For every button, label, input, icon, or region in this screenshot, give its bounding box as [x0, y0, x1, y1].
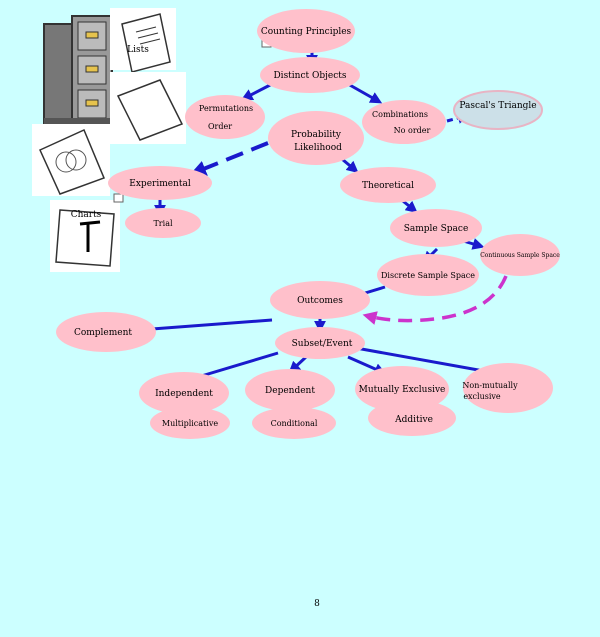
node-mutually-exclusive: [355, 366, 449, 412]
node-combinations: [362, 100, 446, 144]
node-non-mutually-exclusive: [463, 363, 553, 413]
node-conditional: [252, 407, 336, 439]
node-complement: [56, 312, 156, 352]
node-independent: [139, 372, 229, 414]
label-subset-event: Subset/Event: [292, 339, 353, 349]
node-pascals-triangle: [453, 90, 543, 130]
node-additive: [368, 400, 456, 436]
node-permutations: [185, 95, 265, 139]
label-non-mutually-1: Non-mutually: [462, 381, 518, 390]
label-complement: Complement: [74, 328, 132, 338]
lists-paper-icon: [110, 8, 176, 73]
label-continuous-sample-space: Continuous Sample Space: [480, 252, 560, 259]
label-non-mutually-2: exclusive: [463, 392, 501, 401]
label-distinct-objects: Distinct Objects: [273, 71, 346, 81]
label-dependent: Dependent: [265, 386, 315, 396]
label-discrete-sample-space: Discrete Sample Space: [381, 271, 475, 280]
node-subset-event: [275, 327, 365, 359]
label-experimental: Experimental: [129, 179, 191, 189]
continuous-to-outcomes-arrow: [362, 275, 508, 325]
page-number: 8: [314, 599, 320, 609]
node-sample-space: [390, 209, 482, 247]
node-probability: [268, 111, 364, 165]
node-trial: [125, 208, 201, 238]
node-continuous-sample-space: [480, 234, 560, 276]
label-trial: Trial: [153, 219, 172, 228]
label-conditional: Conditional: [271, 419, 318, 428]
label-probability-1: Probability: [291, 130, 342, 140]
label-combinations: Combinations: [372, 110, 428, 119]
label-multiplicative: Multiplicative: [162, 419, 218, 428]
node-experimental: [108, 166, 212, 200]
node-distinct-objects: [260, 57, 360, 93]
node-theoretical: [340, 167, 436, 203]
label-probability-2: Likelihood: [294, 143, 342, 153]
label-charts: Charts: [71, 210, 102, 220]
node-outcomes: [270, 281, 370, 319]
label-mutually-exclusive: Mutually Exclusive: [359, 385, 446, 395]
label-theoretical: Theoretical: [362, 181, 414, 191]
label-lists: Lists: [127, 45, 149, 55]
label-independent: Independent: [155, 389, 213, 399]
paper-sheet-icon: [110, 72, 186, 144]
node-multiplicative: [150, 407, 230, 439]
label-permutations: Permutations: [199, 104, 253, 113]
node-counting-principles: [257, 9, 355, 53]
label-counting-principles: Counting Principles: [261, 27, 352, 37]
venn-paper-icon: [32, 124, 110, 196]
filing-cabinet-icon: [43, 15, 113, 126]
label-order: Order: [208, 122, 232, 131]
node-dependent: [245, 369, 335, 411]
label-outcomes: Outcomes: [297, 296, 343, 306]
label-no-order: No order: [394, 126, 431, 135]
probability-to-experimental-arrow: [190, 141, 269, 176]
label-pascals-triangle: Pascal's Triangle: [459, 101, 536, 111]
charts-paper-icon: [50, 200, 120, 272]
label-sample-space: Sample Space: [404, 224, 469, 234]
label-additive: Additive: [394, 415, 433, 425]
node-discrete-sample-space: [377, 254, 479, 296]
